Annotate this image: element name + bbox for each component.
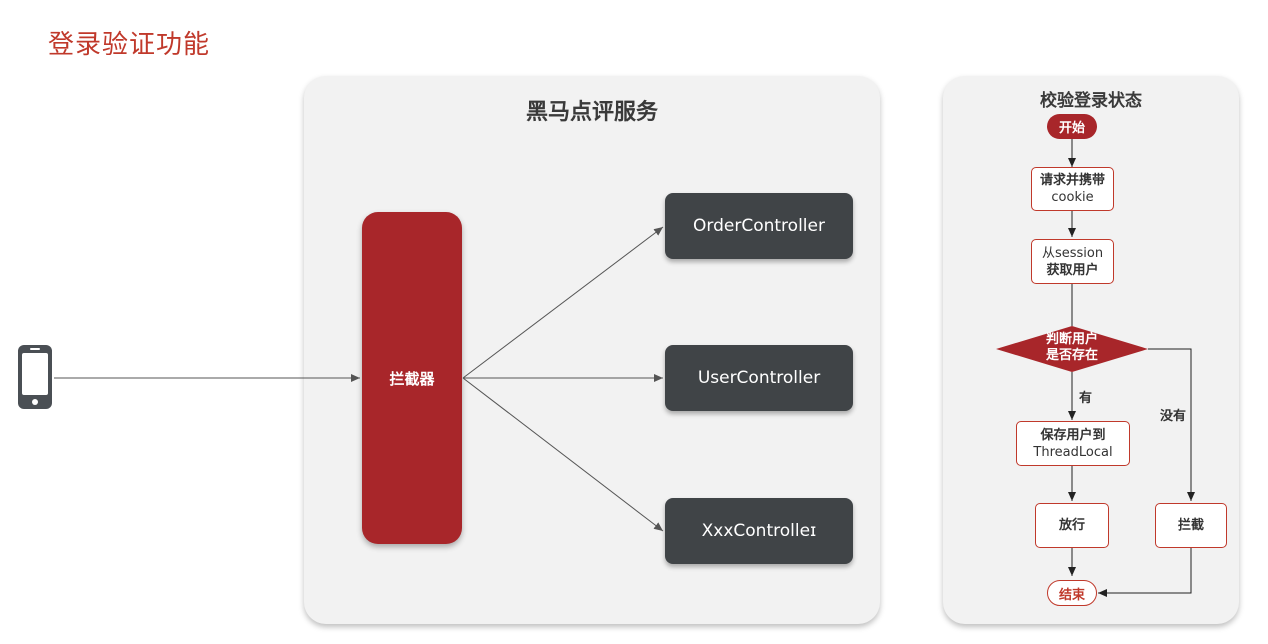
no-label: 没有 — [1160, 409, 1187, 424]
interceptor-to-order-arrow — [462, 226, 664, 379]
decision-diamond — [996, 326, 1148, 372]
flow-title: 校验登录状态 — [1040, 91, 1142, 111]
decision-line1: 判断用户 — [1045, 332, 1098, 347]
send-request-step: 请求并携带 cookie — [1031, 167, 1114, 211]
interceptor-to-xxx-arrow — [462, 377, 664, 532]
save-user-line1: 保存用户到 — [1040, 427, 1106, 443]
block-label: 拦截 — [1177, 518, 1204, 533]
decision-line2: 是否存在 — [1045, 348, 1098, 363]
save-user-step: 保存用户到 ThreadLocal — [1016, 421, 1130, 466]
get-user-line1: 从session — [1041, 245, 1104, 261]
decision-text: 判断用户 是否存在 — [1022, 332, 1122, 364]
controller-user: UserController — [665, 345, 853, 411]
get-user-step: 从session 获取用户 — [1031, 239, 1114, 284]
controller-user-label: UserController — [697, 368, 821, 388]
allow-step: 放行 — [1035, 503, 1109, 548]
interceptor-block: 拦截器 — [362, 212, 462, 544]
controller-order: OrderController — [665, 193, 853, 259]
yes-label: 有 — [1079, 391, 1093, 406]
page-title: 登录验证功能 — [48, 30, 211, 60]
smartphone-icon — [18, 345, 52, 409]
controller-order-label: OrderController — [693, 216, 825, 236]
start-label: 开始 — [1058, 121, 1085, 136]
end-node: 结束 — [1047, 580, 1097, 606]
end-label: 结束 — [1058, 587, 1085, 603]
send-request-line1: 请求并携带 — [1039, 173, 1105, 188]
interceptor-label: 拦截器 — [389, 369, 435, 388]
block-step: 拦截 — [1155, 503, 1227, 548]
start-node: 开始 — [1047, 114, 1097, 139]
controller-xxx: XxxControlleɪ — [665, 498, 853, 564]
controller-xxx-label: XxxControlleɪ — [701, 521, 817, 541]
service-title: 黑马点评服务 — [525, 100, 658, 125]
get-user-line2: 获取用户 — [1046, 262, 1099, 278]
block-to-end-arrow — [1098, 548, 1192, 597]
send-request-line2: cookie — [1051, 190, 1094, 205]
allow-label: 放行 — [1058, 518, 1085, 533]
decision-to-block-arrow — [1148, 348, 1195, 501]
save-user-line2: ThreadLocal — [1033, 444, 1113, 460]
